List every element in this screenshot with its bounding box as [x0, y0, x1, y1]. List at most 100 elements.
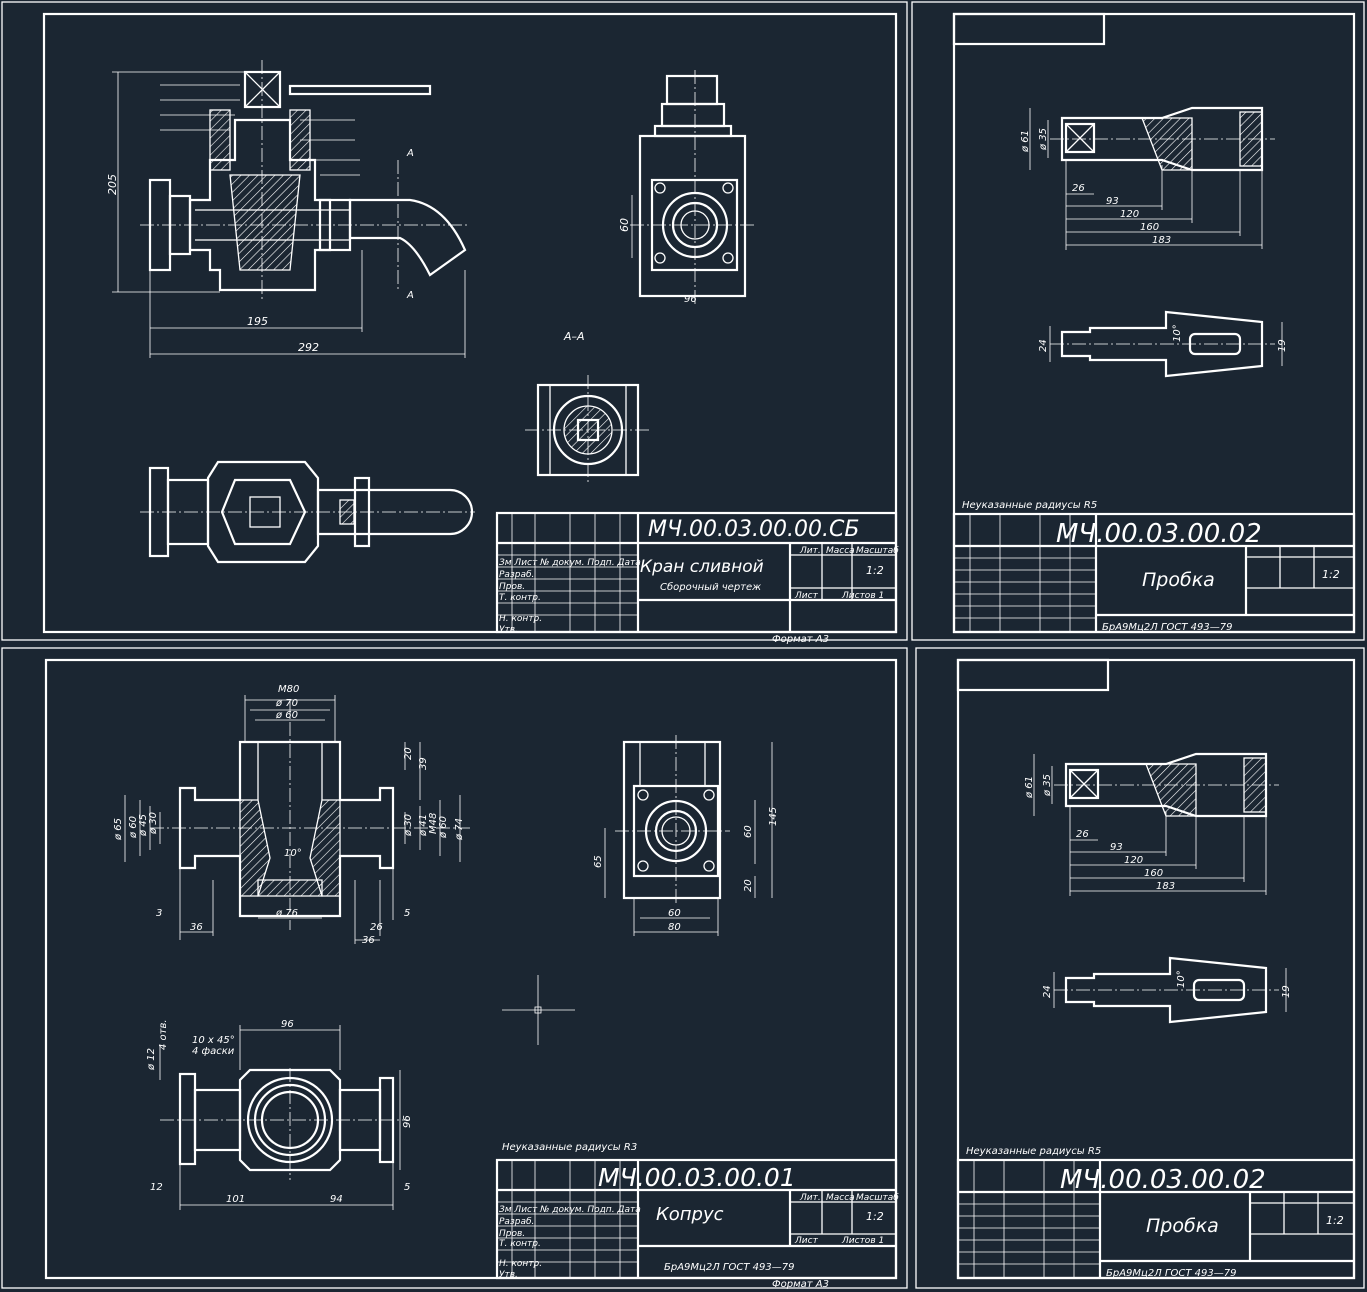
body-top-chamfer2: 4 фаски — [192, 1046, 235, 1057]
body-dim-d65: ø 65 — [113, 818, 124, 841]
plug-top-dim-93: 93 — [1106, 196, 1119, 207]
plug-top-part-name: Пробка — [1142, 569, 1215, 591]
body-massa-label: Масса — [826, 1193, 855, 1203]
plug-bottom-plan-view: 24 10° 19 — [1042, 956, 1292, 1024]
assembly-part-name: Кран сливной — [640, 557, 764, 577]
body-dim-26: 26 — [370, 922, 383, 933]
plug-bottom-scale: 1:2 — [1326, 1214, 1344, 1227]
body-dim-36b: 36 — [362, 935, 375, 946]
plug-top-front-view: ø 61 ø 35 26 93 120 160 183 — [1020, 106, 1275, 250]
body-top-dim-101: 101 — [226, 1194, 245, 1205]
plug-top-dim-160: 160 — [1140, 222, 1159, 233]
assembly-tb-utv: Утв. — [499, 625, 518, 635]
body-crosshair-cursor — [502, 975, 575, 1045]
body-top-dim-96v: 96 — [402, 1115, 413, 1128]
assembly-drawing-code: МЧ.00.03.00.00.СБ — [648, 517, 859, 542]
body-dim-d74: ø 74 — [454, 818, 465, 841]
body-note: Неуказанные радиусы R3 — [502, 1142, 637, 1153]
body-dim-3: 3 — [156, 908, 162, 919]
assembly-list-label: Лист — [794, 591, 819, 601]
plug-top-dim-angle: 10° — [1172, 324, 1183, 342]
sheet-plug-bottom: ø 61 ø 35 26 93 120 160 183 — [915, 647, 1365, 1289]
assembly-listov-label: Листов 1 — [841, 591, 884, 601]
body-tb-prov: Пров. — [499, 1229, 525, 1239]
body-title-block: МЧ.00.03.00.01 Копрус БрА9Мц2Л ГОСТ 493—… — [495, 1158, 899, 1290]
assembly-top-view — [140, 460, 475, 564]
dim-side-height: 60 — [618, 218, 631, 232]
plug-bottom-material: БрА9Мц2Л ГОСТ 493—79 — [1106, 1268, 1236, 1279]
body-dim-36: 36 — [190, 922, 203, 933]
body-dim-5: 5 — [404, 908, 410, 919]
plug-bottom-part-name: Пробка — [1146, 1215, 1219, 1237]
body-side-dim-145: 145 — [768, 807, 779, 826]
assembly-tb-header: Зм Лист № докум. Подп. Дата — [499, 558, 641, 568]
body-side-dim-60: 60 — [743, 825, 754, 838]
plug-bottom-dim-120: 120 — [1124, 855, 1143, 866]
body-format: Формат А3 — [772, 1279, 829, 1290]
plug-top-material: БрА9Мц2Л ГОСТ 493—79 — [1102, 622, 1232, 633]
assembly-tb-tkontr: Т. контр. — [499, 593, 541, 603]
assembly-format: Формат А3 — [772, 634, 829, 645]
plug-bottom-dim-angle: 10° — [1176, 970, 1187, 988]
body-dim-39: 39 — [418, 757, 429, 770]
plug-top-dim-d35: ø 35 — [1038, 128, 1049, 151]
body-top-dim-96: 96 — [281, 1019, 294, 1030]
body-dim-d76: ø 76 — [275, 908, 298, 919]
body-listov-label: Листов 1 — [841, 1236, 884, 1246]
plug-bottom-title-block: МЧ.00.03.00.02 Пробка 1:2 БрА9Мц2Л ГОСТ … — [956, 1158, 1356, 1280]
cut-label-a-top: А — [406, 148, 414, 159]
body-dim-d41: ø 41 — [418, 814, 429, 837]
plug-bottom-dim-24: 24 — [1042, 985, 1053, 998]
body-list-label: Лист — [794, 1236, 819, 1246]
body-side-dim-60w: 60 — [668, 908, 681, 919]
plug-top-dim-26: 26 — [1072, 183, 1085, 194]
body-dim-20: 20 — [403, 747, 414, 760]
plug-top-dim-24: 24 — [1038, 339, 1049, 352]
plug-top-plan-view: 24 10° 19 — [1038, 310, 1288, 378]
section-aa-label: А–А — [563, 330, 585, 343]
body-material: БрА9Мц2Л ГОСТ 493—79 — [664, 1262, 794, 1273]
plug-bottom-note: Неуказанные радиусы R5 — [966, 1146, 1101, 1157]
body-front-section: M80 ø 70 ø 60 20 39 ø 65 ø 60 ø 45 ø 30 … — [113, 684, 470, 946]
body-top-dim-12: 12 — [150, 1182, 163, 1193]
body-side-dim-20: 20 — [743, 879, 754, 892]
body-dim-d70: ø 70 — [275, 698, 298, 709]
body-top-chamfer: 10 x 45° — [192, 1035, 235, 1046]
plug-top-note: Неуказанные радиусы R5 — [962, 500, 1097, 511]
plug-bottom-dim-d61: ø 61 — [1024, 776, 1035, 799]
sheet-assembly: 205 195 292 А А 60 — [1, 1, 908, 645]
body-dim-d60r: ø 60 — [438, 816, 449, 839]
sheet-body: M80 ø 70 ø 60 20 39 ø 65 ø 60 ø 45 ø 30 … — [1, 647, 908, 1290]
body-top-dim-5: 5 — [404, 1182, 410, 1193]
dim-assembly-width1: 195 — [247, 315, 268, 328]
body-side-dim-80w: 80 — [668, 922, 681, 933]
body-scale: 1:2 — [866, 1210, 884, 1223]
plug-bottom-dim-26: 26 — [1076, 829, 1089, 840]
body-tb-razrab: Разраб. — [499, 1217, 534, 1227]
assembly-subtitle: Сборочный чертеж — [660, 581, 761, 593]
cut-label-a-bottom: А — [406, 290, 414, 301]
plug-top-dim-19: 19 — [1277, 339, 1288, 352]
body-tb-header: Зм Лист № докум. Подп. Дата — [499, 1205, 641, 1215]
sheet-plug-top: ø 61 ø 35 26 93 120 160 183 — [911, 1, 1365, 641]
dim-side-width: 96 — [684, 294, 697, 305]
dim-assembly-width2: 292 — [298, 341, 319, 354]
body-dim-d30: ø 30 — [148, 812, 159, 835]
body-lit-label: Лит. — [799, 1193, 821, 1203]
body-part-name: Копрус — [656, 1204, 724, 1225]
assembly-tb-razrab: Разраб. — [499, 570, 534, 580]
body-dim-m80: M80 — [278, 684, 299, 695]
plug-bottom-front-view: ø 61 ø 35 26 93 120 160 183 — [1024, 752, 1279, 896]
assembly-section-aa: А–А — [525, 330, 650, 485]
plug-top-title-block: МЧ.00.03.00.02 Пробка 1:2 БрА9Мц2Л ГОСТ … — [952, 512, 1356, 634]
body-side-dim-65: 65 — [593, 855, 604, 868]
assembly-lit-label: Лит. — [799, 546, 821, 556]
body-top-holes: ø 12 — [146, 1048, 157, 1071]
plug-top-drawing-code: МЧ.00.03.00.02 — [1056, 519, 1262, 549]
body-tb-nkontr: Н. контр. — [499, 1259, 542, 1269]
body-dim-d60b: ø 60 — [128, 816, 139, 839]
plug-top-dim-d61: ø 61 — [1020, 130, 1031, 153]
assembly-tb-nkontr: Н. контр. — [499, 614, 542, 624]
plug-bottom-dim-160: 160 — [1144, 868, 1163, 879]
